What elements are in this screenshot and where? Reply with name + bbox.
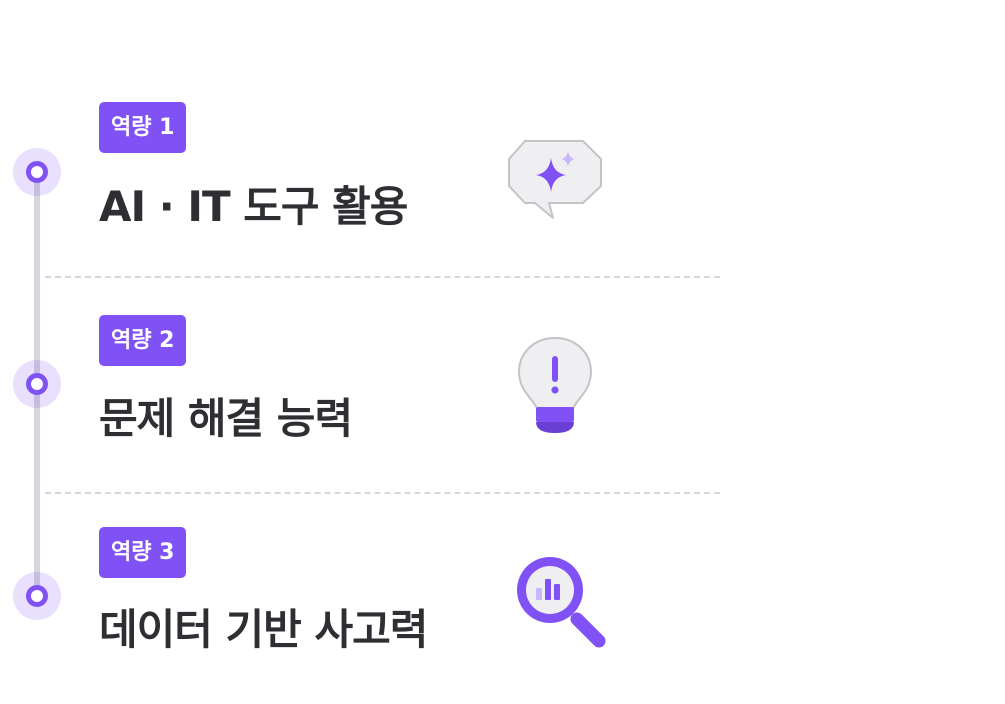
magnifier-chart-icon: [510, 552, 610, 656]
timeline-node-ring: [26, 585, 48, 607]
timeline-node-ring: [26, 373, 48, 395]
timeline-node-2: [13, 360, 61, 408]
timeline-node-3: [13, 572, 61, 620]
timeline-node-ring: [26, 161, 48, 183]
timeline-node-1: [13, 148, 61, 196]
divider-2: [45, 492, 720, 494]
competency-title-3: 데이터 기반 사고력: [99, 605, 428, 654]
competency-badge-1: 역량 1: [99, 102, 187, 153]
competency-title-2: 문제 해결 능력: [99, 394, 353, 443]
competency-badge-3: 역량 3: [99, 527, 187, 578]
divider-1: [45, 276, 720, 278]
sparkle-chat-bubble-icon: [505, 138, 605, 226]
competency-badge-2: 역량 2: [99, 315, 187, 366]
competency-title-1: AI · IT 도구 활용: [99, 182, 408, 231]
lightbulb-exclamation-icon: [515, 336, 595, 440]
